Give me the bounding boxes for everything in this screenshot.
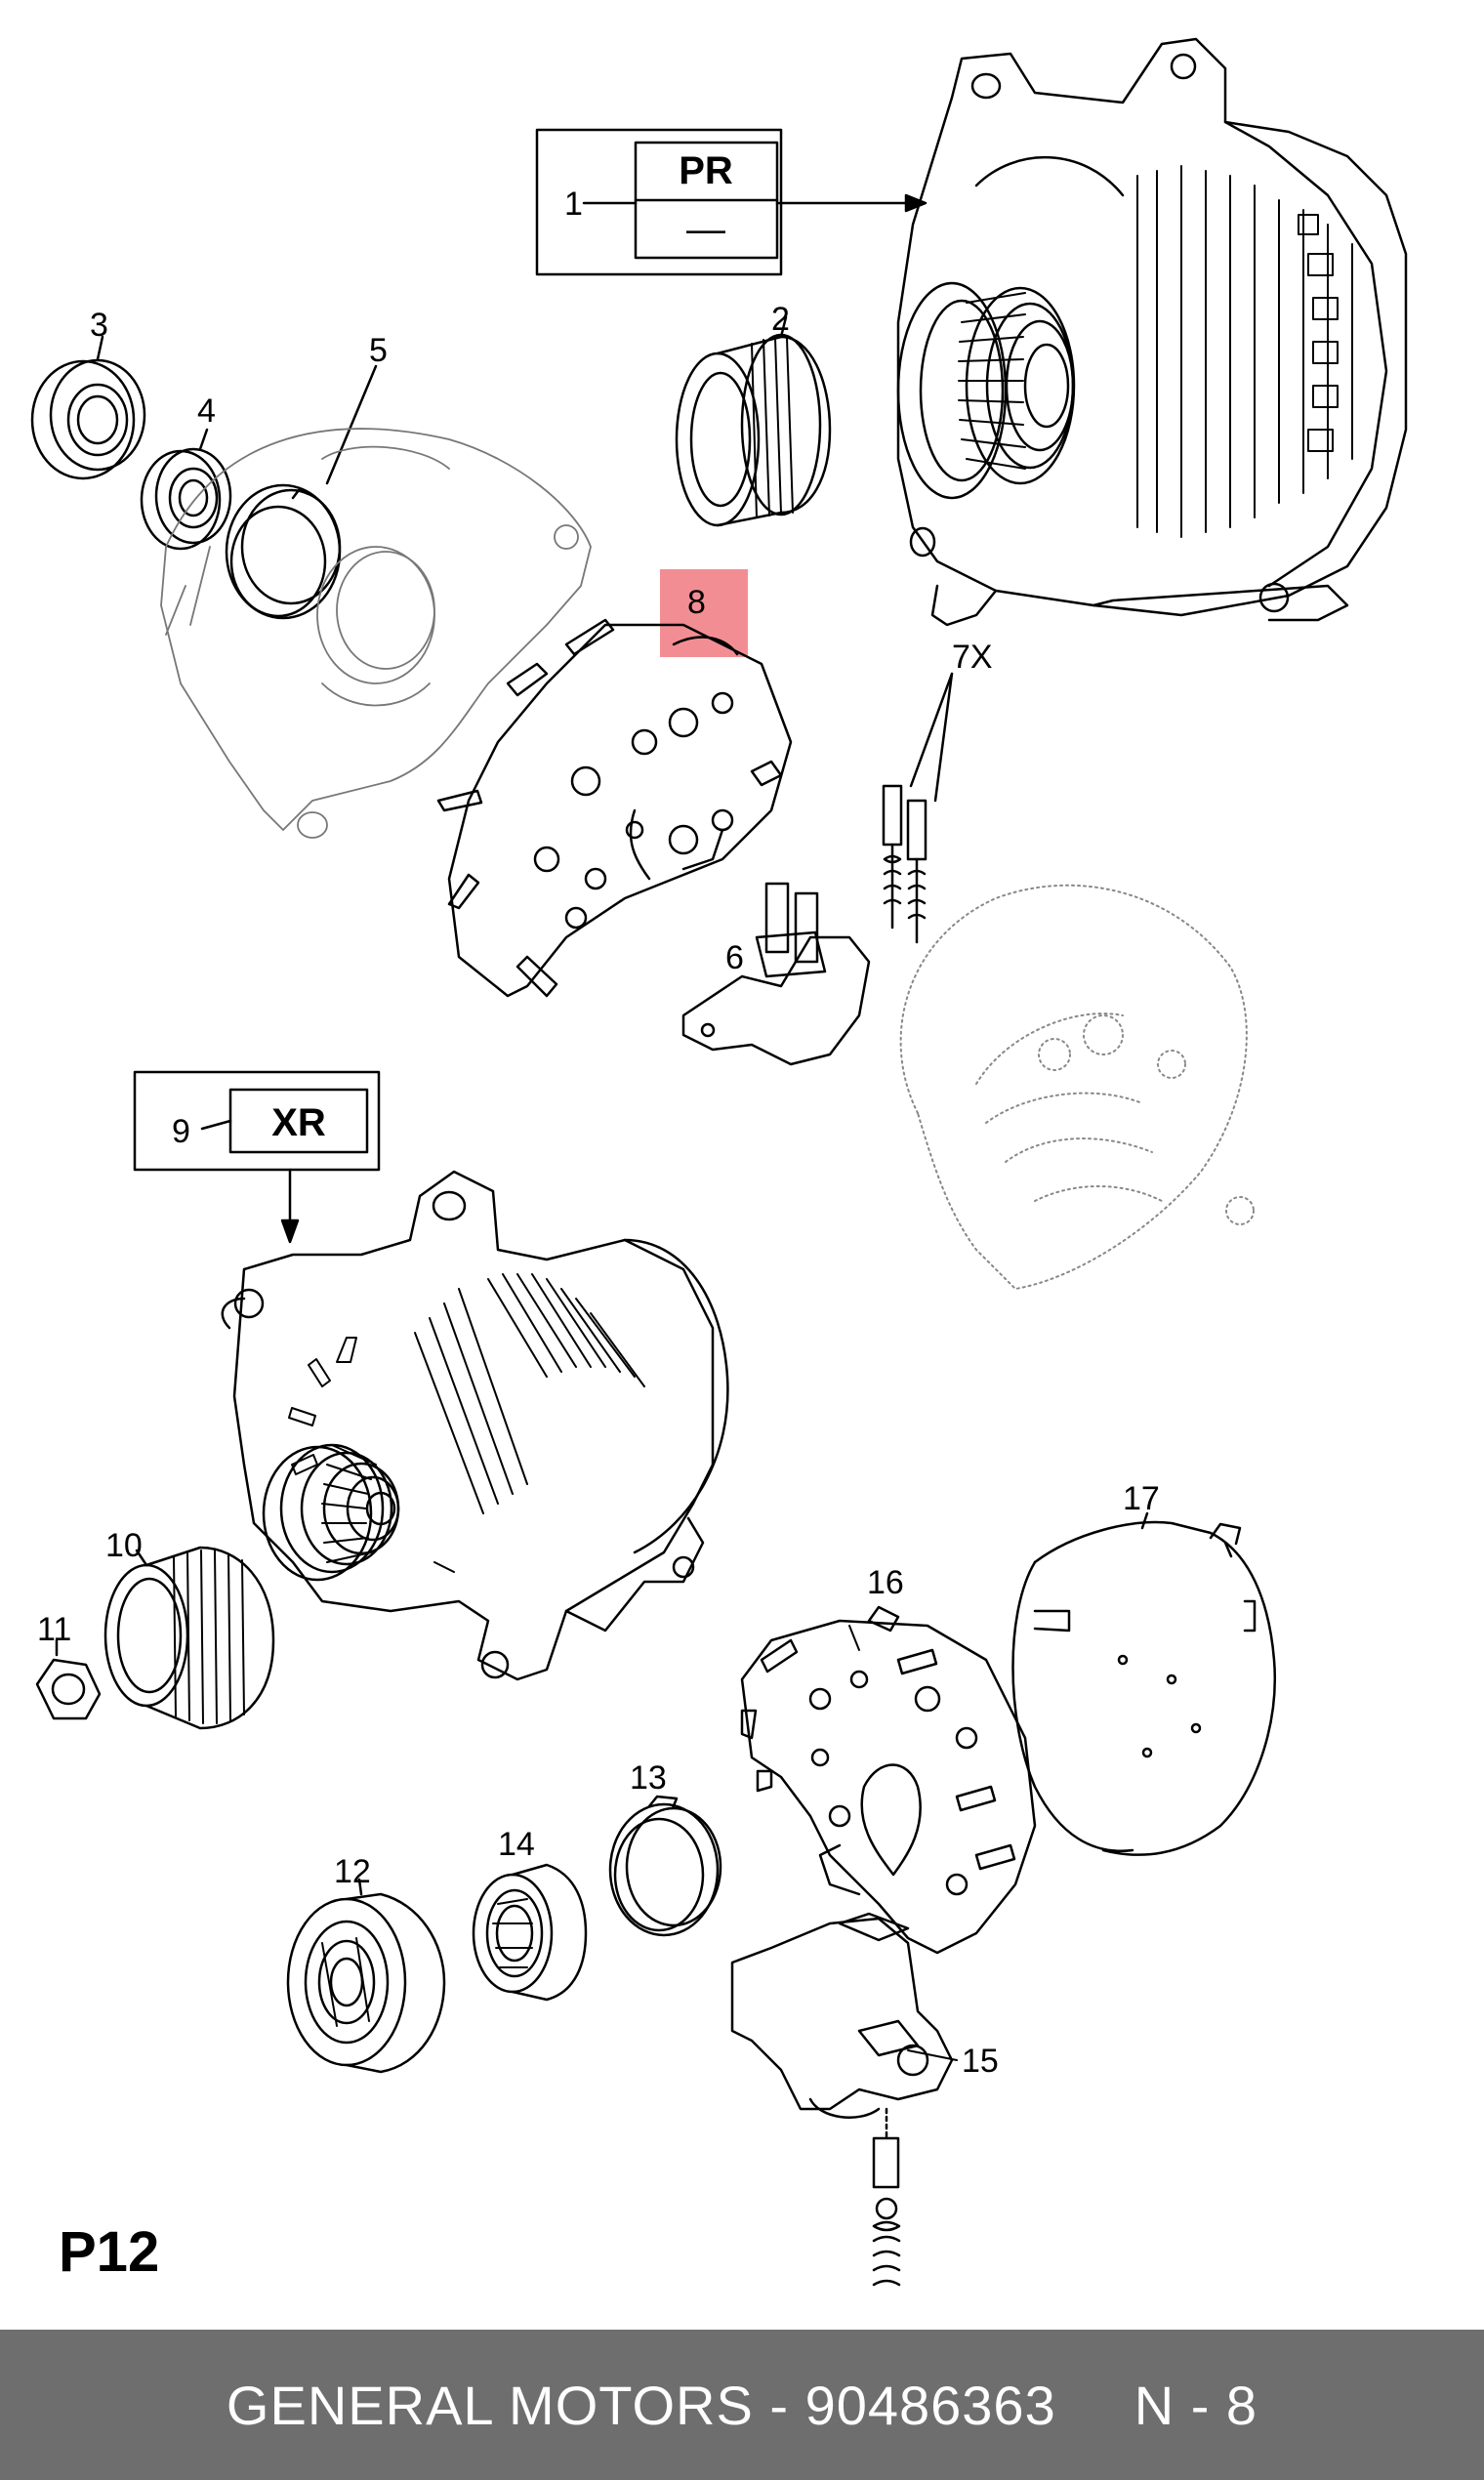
callout-8: 8 [687,584,706,621]
callout-3: 3 [90,307,108,344]
callout-6: 6 [725,939,744,976]
callout-10: 10 [105,1527,143,1564]
callout-15: 15 [962,2043,999,2080]
pulley-part-10 [103,1546,275,1730]
option-code-pr: PR [679,149,733,192]
nut-part-11 [35,1638,102,1720]
brushes-part-7x [882,672,954,944]
callout-2: 2 [771,301,790,338]
callout-12: 12 [334,1853,371,1890]
callout-1: 1 [564,186,583,223]
page-label: P12 [59,2220,159,2284]
option-box-pr [535,128,928,276]
footer-page-ref: N - 8 [1134,2374,1258,2436]
option-box-xr [133,1070,381,1244]
alternator-assembly-bottom [221,1170,729,1681]
callout-9: 9 [172,1113,190,1150]
leader-lines [433,1561,958,2061]
pulley-part-2 [675,315,832,527]
faint-dotted-cover [899,884,1255,1290]
rectifier-part-16 [740,1605,1037,1955]
parts-diagram: 1 2 3 4 5 6 7X 8 9 10 11 12 13 14 15 16 … [30,37,1408,2287]
callout-16: 16 [867,1564,904,1601]
bearing-part-14 [472,1863,588,2002]
bearing-part-12 [286,1878,446,2074]
callout-7x: 7X [952,639,993,676]
brush-holder-part-6 [681,882,871,1066]
footer-brand-part: GENERAL MOTORS - 90486363 [226,2374,1056,2436]
alternator-assembly-top [896,37,1408,627]
bearing-part-3 [30,335,146,480]
option-code-dash: — [686,208,725,251]
option-code-xr: XR [271,1101,326,1144]
ring-part-5 [225,364,378,620]
callout-11: 11 [37,1611,71,1648]
highlight-part-8 [660,569,748,657]
callout-4: 4 [197,393,216,430]
ring-part-13 [608,1795,722,1937]
callout-17: 17 [1123,1480,1160,1517]
footer-bar: GENERAL MOTORS - 90486363 N - 8 [0,2330,1484,2480]
cover-part-17 [1011,1511,1276,1856]
rectifier-part-8 [436,618,793,998]
brush-holder-part-15 [730,1912,954,2287]
front-bracket-outline [160,428,592,839]
callout-13: 13 [630,1759,667,1797]
bearing-part-4 [140,428,232,551]
callout-5: 5 [369,332,388,369]
callout-14: 14 [498,1826,535,1863]
